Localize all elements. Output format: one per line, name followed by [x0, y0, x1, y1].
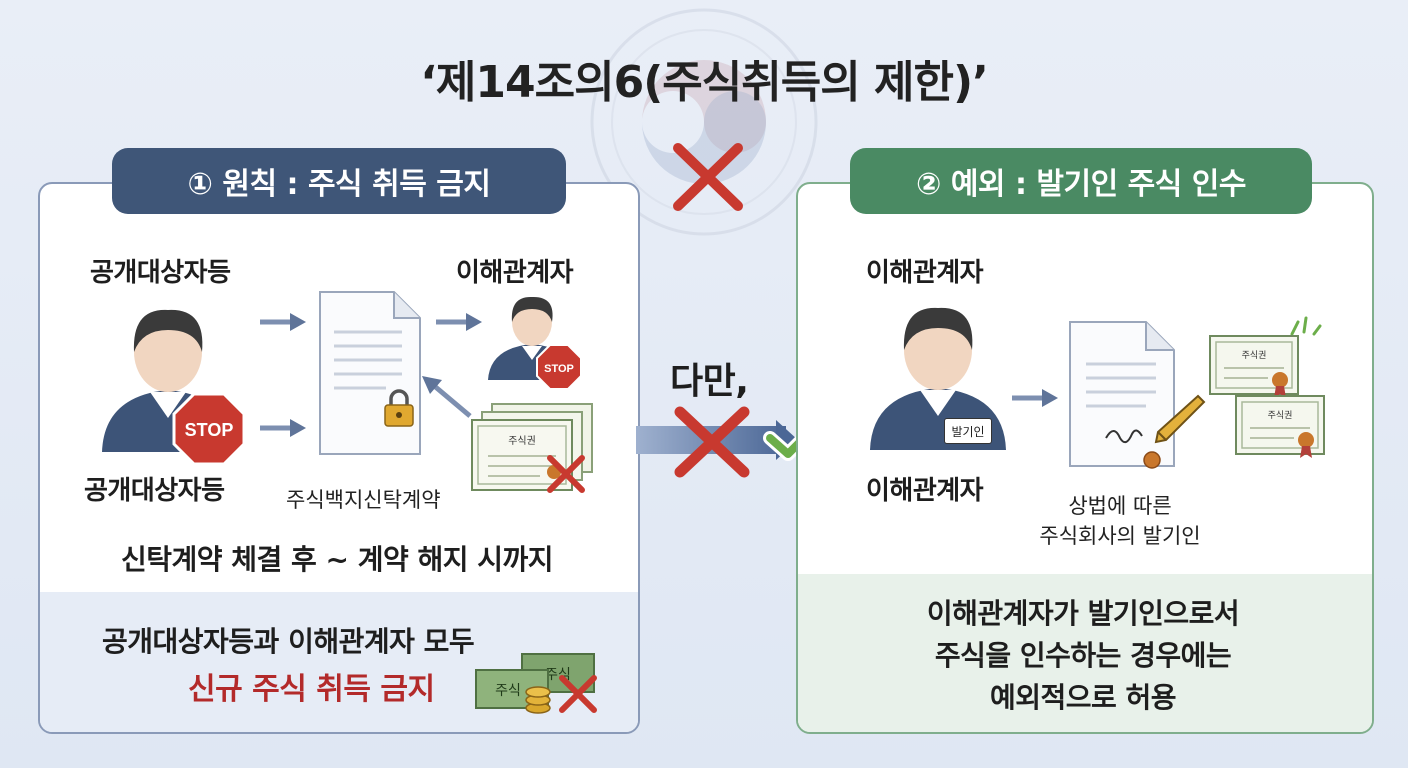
exception-conclusion-area — [798, 574, 1372, 732]
svg-text:주식: 주식 — [495, 683, 521, 699]
arrow-right-icon — [1012, 389, 1058, 407]
principle-tab: ① 원칙 : 주식 취득 금지 — [112, 148, 566, 214]
promoter-badge-text: 발기인 — [951, 424, 985, 439]
arrow-right-icon — [260, 313, 306, 331]
svg-text:STOP: STOP — [544, 363, 574, 375]
exception-conclusion-line3: 예외적으로 허용 — [989, 681, 1177, 714]
money-prohibit-x-icon — [559, 675, 597, 713]
exception-tab: ② 예외 : 발기인 주식 인수 — [850, 148, 1312, 214]
arrow-right-icon — [436, 313, 482, 331]
interested-party-label-bottom: 이해관계자 — [866, 476, 984, 506]
svg-text:주식권: 주식권 — [1268, 409, 1293, 421]
interested-party-label: 이해관계자 — [456, 258, 574, 288]
promoter-desc-line1: 상법에 따른 — [1068, 494, 1172, 518]
certificate-prohibit-x-icon — [547, 455, 585, 493]
sparkle-icon — [1290, 316, 1322, 336]
arrow-diagonal-icon — [422, 376, 472, 418]
promoter-desc-line2: 주식회사의 발기인 — [1039, 524, 1201, 548]
stock-certificate-stack-icon: 주식권 — [471, 403, 593, 491]
pen-icon — [1154, 394, 1206, 444]
public-official-label-bottom: 공개대상자등 — [84, 476, 225, 506]
principle-conclusion-line1: 공개대상자등과 이해관계자 모두 — [102, 625, 475, 658]
however-label: 다만, — [670, 361, 749, 402]
promoter-badge: 발기인 — [944, 418, 992, 444]
trust-contract-document-icon — [319, 291, 421, 455]
arrow-right-icon — [260, 419, 306, 437]
signed-document-icon — [1069, 321, 1175, 469]
restriction-period: 신탁계약 체결 후 ~ 계약 해지 시까지 — [120, 543, 554, 576]
prohibit-x-icon — [673, 143, 743, 211]
svg-text:주식권: 주식권 — [508, 435, 536, 447]
stop-sign-icon-small: STOP — [536, 344, 582, 390]
seal-watermark — [590, 8, 818, 236]
principle-conclusion-line2: 신규 주식 취득 금지 — [188, 672, 435, 707]
stock-certificate-icon: 주식권 — [1235, 395, 1325, 458]
exception-conclusion-line2: 주식을 인수하는 경우에는 — [934, 639, 1232, 672]
stock-certificate-icon: 주식권 — [1209, 335, 1299, 398]
trust-contract-label: 주식백지신탁계약 — [286, 488, 441, 512]
however-prohibit-x-icon — [674, 406, 750, 478]
exception-conclusion-line1: 이해관계자가 발기인으로서 — [926, 597, 1240, 630]
stop-sign-icon: STOP — [172, 392, 246, 466]
lock-icon — [384, 389, 414, 427]
svg-text:주식권: 주식권 — [1242, 349, 1267, 361]
interested-party-label-top: 이해관계자 — [866, 258, 984, 288]
public-official-label-top: 공개대상자등 — [90, 258, 231, 288]
stop-sign-text: STOP — [185, 420, 234, 440]
page-title: ‘제14조의6(주식취득의 제한)’ — [420, 57, 989, 108]
stock-bills-coins-icon: 주식 주식 — [475, 653, 595, 714]
